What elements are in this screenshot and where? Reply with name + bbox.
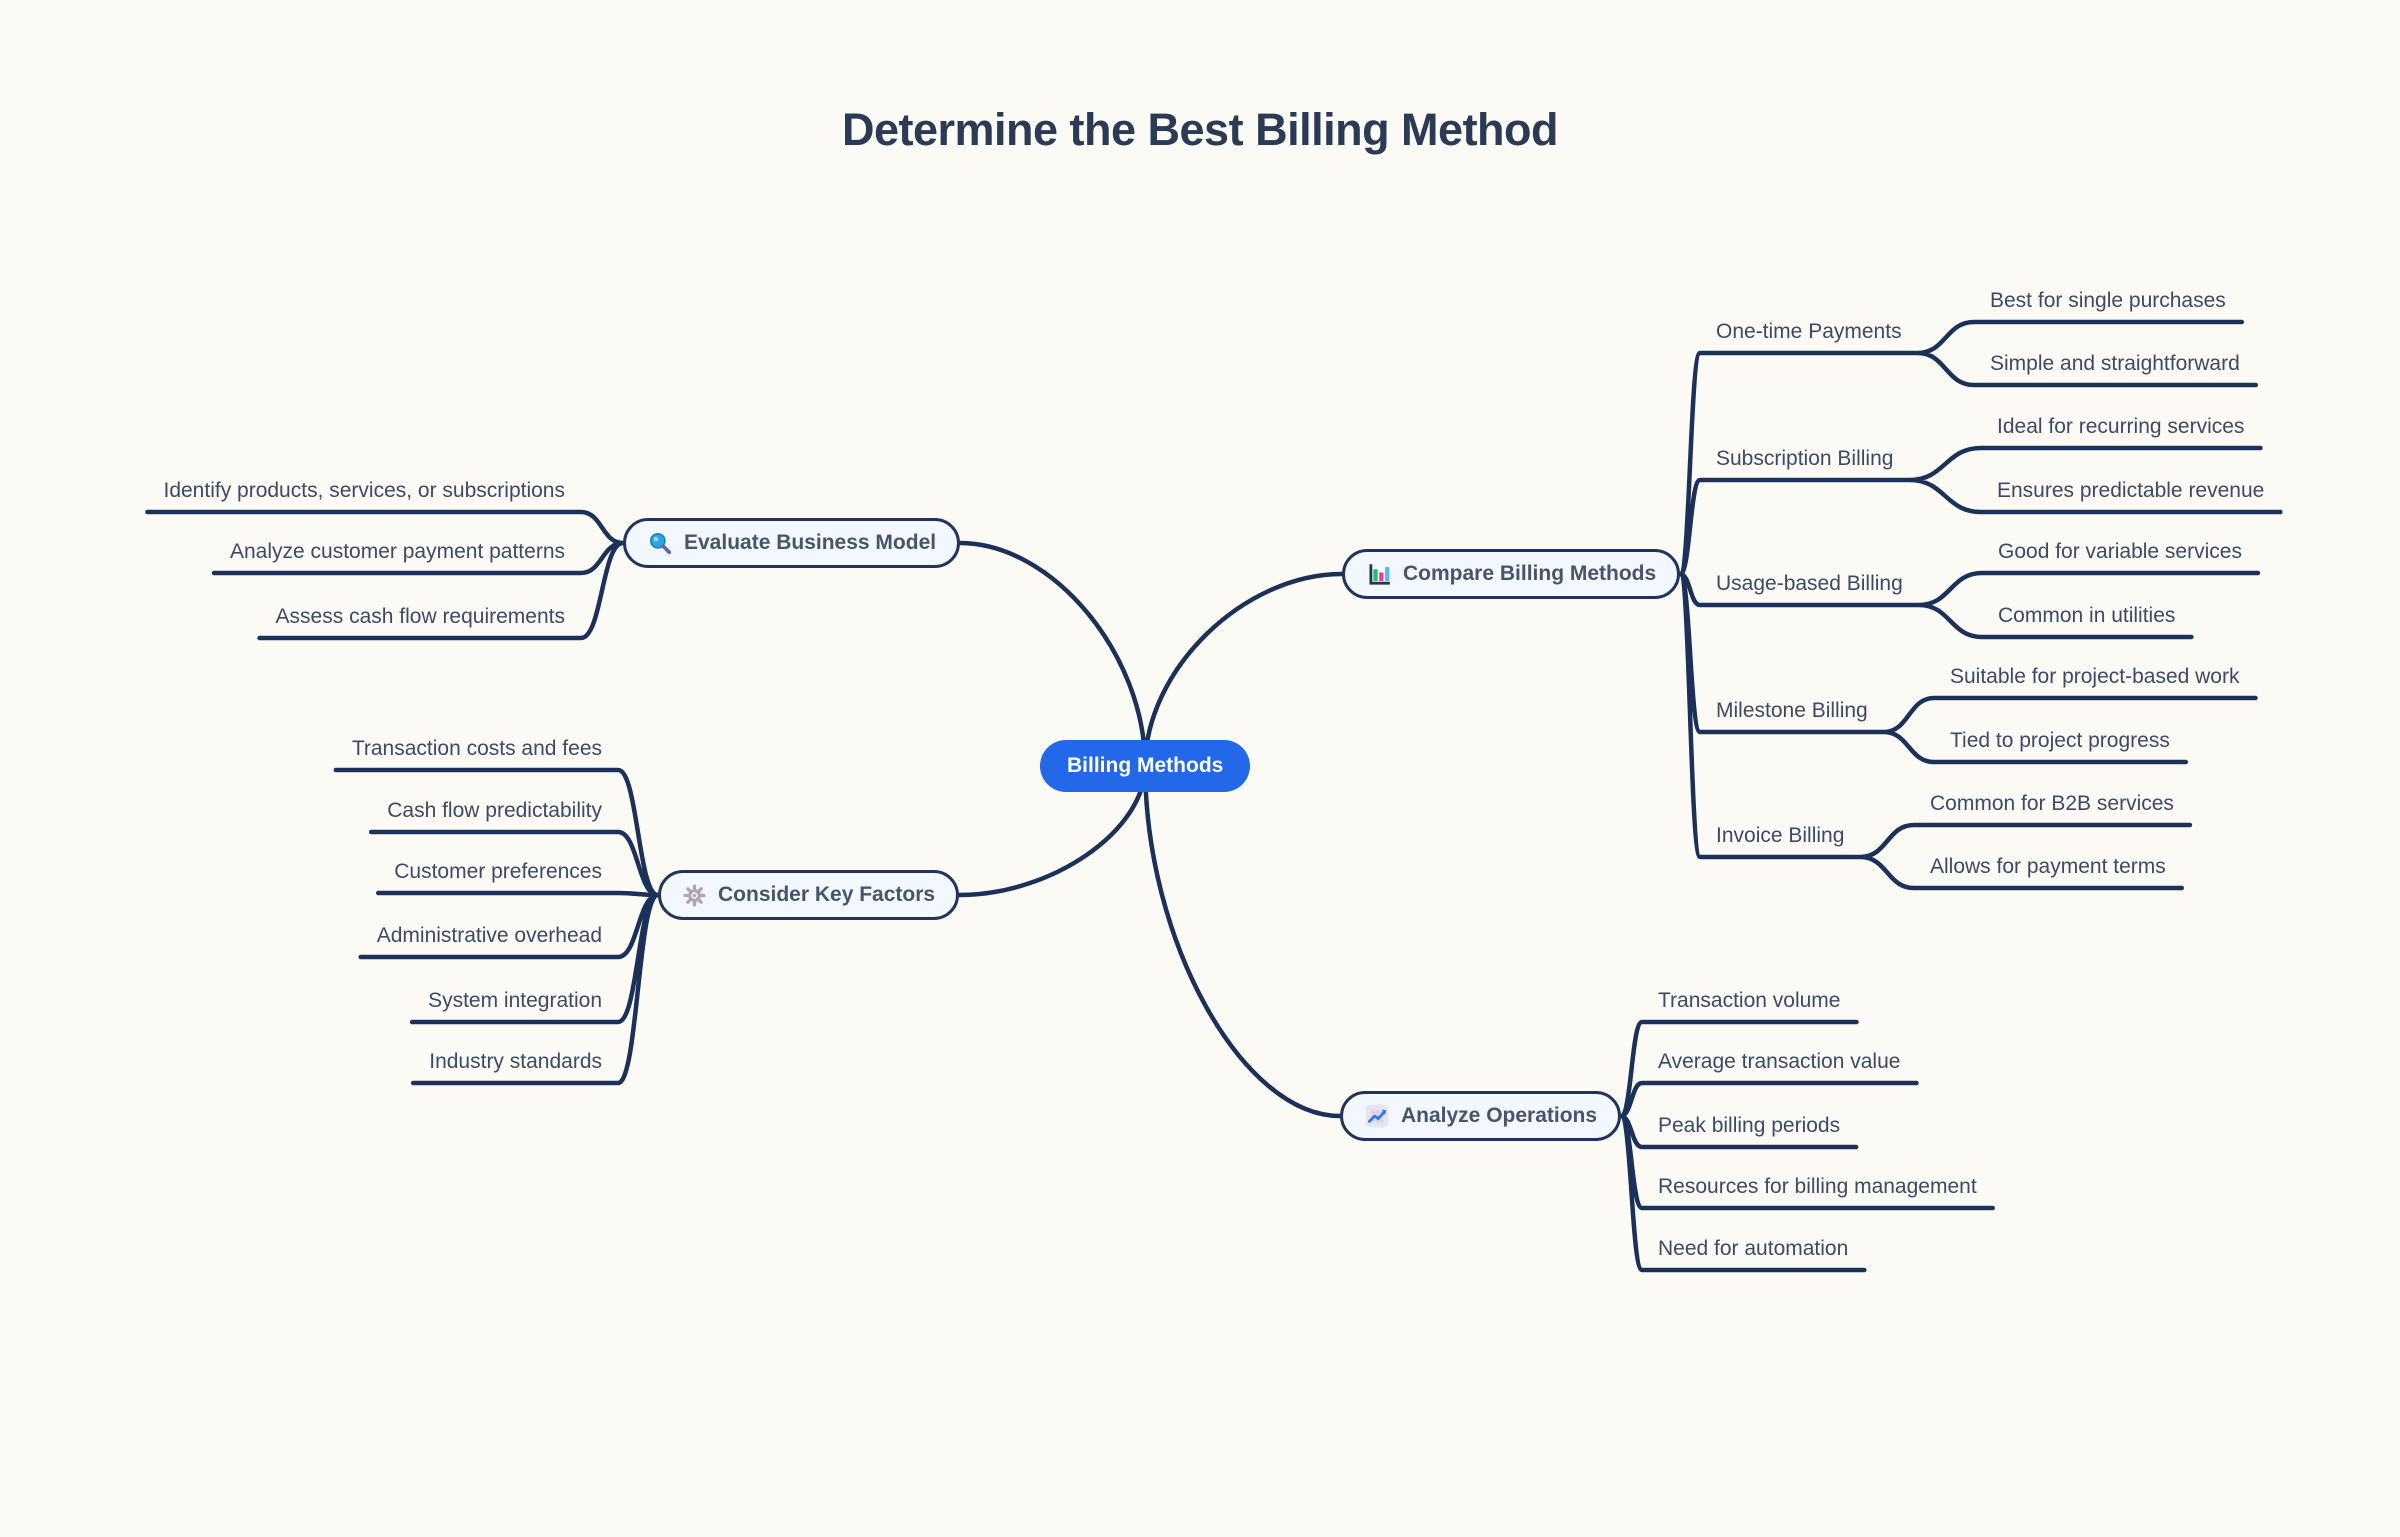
detail-node[interactable]: Common in utilities [1998, 604, 2176, 627]
topic-node[interactable]: Invoice Billing [1716, 824, 1845, 847]
branch-label: Evaluate Business Model [684, 531, 937, 554]
topic-node[interactable]: Subscription Billing [1716, 447, 1894, 470]
central-node-label: Billing Methods [1067, 754, 1224, 777]
detail-node[interactable]: Best for single purchases [1990, 289, 2226, 312]
branch-node-evaluate-business-model[interactable]: Evaluate Business Model [623, 518, 961, 568]
branch-node-consider-key-factors[interactable]: Consider Key Factors [658, 870, 960, 920]
topic-node[interactable]: Usage-based Billing [1716, 572, 1903, 595]
detail-node[interactable]: Administrative overhead [376, 924, 602, 947]
magnifier-icon [647, 530, 673, 556]
branch-node-analyze-operations[interactable]: Analyze Operations [1340, 1091, 1622, 1141]
detail-node[interactable]: Identify products, services, or subscrip… [163, 479, 565, 502]
detail-node[interactable]: Analyze customer payment patterns [230, 540, 565, 563]
detail-node[interactable]: Customer preferences [394, 860, 602, 883]
branch-label: Consider Key Factors [718, 883, 936, 906]
topic-node[interactable]: Milestone Billing [1716, 699, 1868, 722]
detail-node[interactable]: Need for automation [1658, 1237, 1849, 1260]
map-title: Determine the Best Billing Method [841, 104, 1559, 155]
detail-node[interactable]: Peak billing periods [1658, 1114, 1841, 1137]
detail-node[interactable]: System integration [428, 989, 602, 1012]
central-node[interactable]: Billing Methods [1040, 740, 1251, 792]
bar-chart-icon [1366, 561, 1392, 587]
detail-node[interactable]: Common for B2B services [1930, 792, 2174, 815]
detail-node[interactable]: Assess cash flow requirements [275, 605, 565, 628]
topic-node[interactable]: One-time Payments [1716, 320, 1902, 343]
branch-node-compare-billing-methods[interactable]: Compare Billing Methods [1342, 549, 1681, 599]
gear-icon [682, 883, 707, 908]
branch-label: Compare Billing Methods [1403, 562, 1657, 585]
detail-node[interactable]: Transaction costs and fees [351, 737, 602, 760]
detail-node[interactable]: Suitable for project-based work [1950, 665, 2240, 688]
detail-node[interactable]: Tied to project progress [1950, 729, 2170, 752]
detail-node[interactable]: Industry standards [429, 1050, 602, 1073]
detail-node[interactable]: Ensures predictable revenue [1997, 479, 2265, 502]
detail-node[interactable]: Average transaction value [1658, 1050, 1901, 1073]
branch-label: Analyze Operations [1401, 1104, 1598, 1127]
chart-increasing-icon [1364, 1103, 1390, 1129]
detail-node[interactable]: Good for variable services [1998, 540, 2242, 563]
detail-node[interactable]: Transaction volume [1658, 989, 1841, 1012]
detail-node[interactable]: Ideal for recurring services [1997, 415, 2245, 438]
detail-node[interactable]: Allows for payment terms [1930, 855, 2166, 878]
detail-node[interactable]: Resources for billing management [1658, 1175, 1977, 1198]
detail-node[interactable]: Cash flow predictability [387, 799, 602, 822]
detail-node[interactable]: Simple and straightforward [1990, 352, 2240, 375]
